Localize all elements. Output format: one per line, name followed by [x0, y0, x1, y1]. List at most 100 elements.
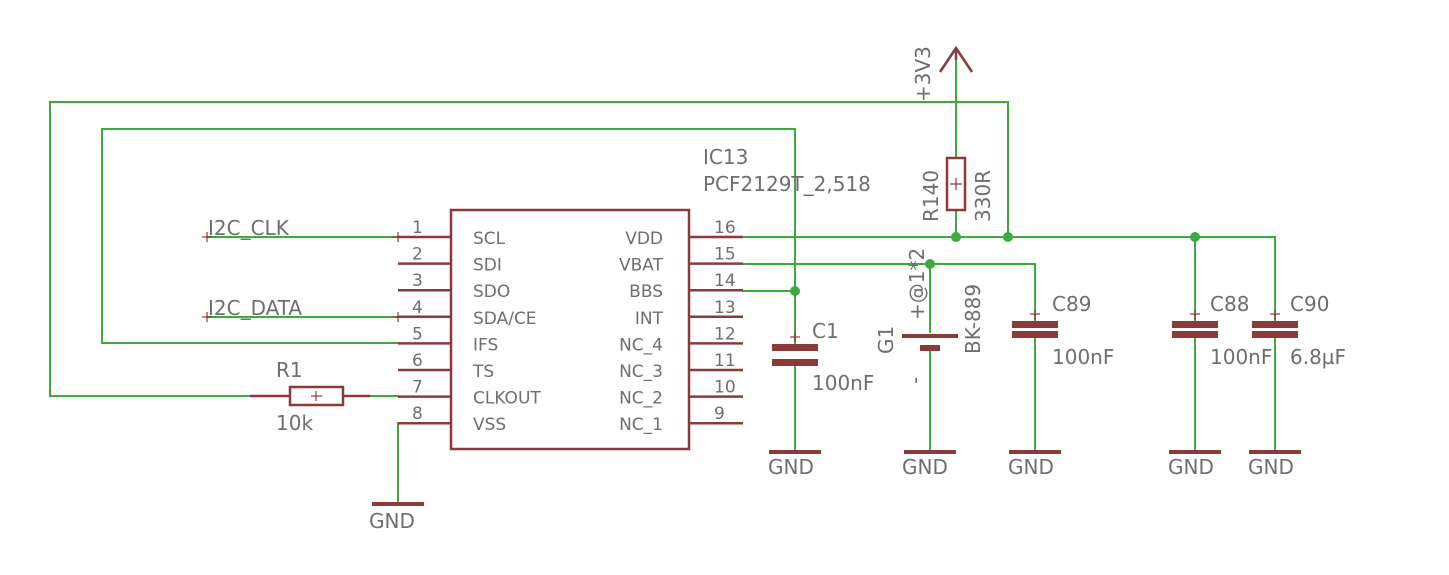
resistor-r1-body	[288, 385, 345, 407]
junction-bbs	[790, 286, 800, 296]
ic13-pin-6: 6TS	[398, 351, 494, 382]
net-label-i2c-clk: I2C_CLK	[208, 216, 290, 240]
capacitor-c89: C89 100nF	[1012, 292, 1114, 369]
ic13-pin-name: CLKOUT	[473, 389, 541, 409]
ic13-value: PCF2129T_2,518	[703, 172, 871, 196]
ic13-body	[449, 208, 691, 451]
battery-g1: G1 +@1*2 BK-889 -	[874, 248, 985, 384]
wire-vbat-rail	[742, 263, 1036, 325]
resistor-r1: R1 10k	[250, 358, 370, 435]
ic13-pin-name: INT	[635, 309, 664, 329]
battery-g1-minus: -	[903, 377, 927, 384]
gnd-symbol-vss: GND	[369, 502, 424, 533]
capacitor-c89-plate-top	[1012, 321, 1058, 328]
junction-vbat-g1	[925, 259, 935, 269]
ic13-pin-number: 10	[714, 378, 736, 398]
gnd-label-c1: GND	[768, 455, 814, 479]
net-label-i2c-data: I2C_DATA	[208, 296, 302, 320]
ic13-pin-number: 5	[412, 324, 423, 344]
resistor-r140-name: R140	[919, 170, 943, 222]
gnd-symbol-c89: GND	[1008, 450, 1061, 479]
ic13-pin-name: IFS	[473, 335, 498, 355]
capacitor-c90-value: 6.8µF	[1290, 345, 1346, 369]
ic13-pin-number: 13	[714, 298, 736, 318]
capacitor-c89-plate-bottom	[1012, 331, 1058, 338]
gnd-symbol-c88: GND	[1168, 450, 1221, 479]
supply-3v3: +3V3	[911, 45, 974, 102]
gnd-label-c88: GND	[1168, 455, 1214, 479]
capacitor-c90-name: C90	[1290, 292, 1329, 316]
wires	[49, 49, 1276, 503]
ic13-pin-name: SDA/CE	[473, 309, 537, 329]
ic13-pin-name: NC_2	[619, 389, 663, 409]
gnd-symbol-c90: GND	[1248, 450, 1301, 479]
battery-g1-value: BK-889	[961, 284, 985, 354]
ic13-pin-name: VBAT	[619, 256, 664, 276]
junctions	[790, 232, 1200, 296]
gnd-label-g1: GND	[902, 455, 948, 479]
ic13-pin-number: 11	[714, 351, 736, 371]
capacitor-c89-value: 100nF	[1052, 345, 1114, 369]
ic13-pin-name: SCL	[473, 229, 506, 249]
ic13-pin-name: BBS	[629, 282, 663, 302]
ic13-pin-number: 15	[714, 245, 736, 265]
capacitor-c1-name: C1	[812, 319, 839, 343]
gnd-symbols: GND GND GND GND GND GND	[369, 450, 1301, 533]
ic13-pin-name: NC_4	[619, 335, 663, 355]
capacitor-c88: C88 100nF	[1172, 292, 1272, 369]
ic13-pin-number: 7	[412, 378, 423, 398]
capacitor-c88-plate-bottom	[1172, 331, 1218, 338]
ic13-pin-name: VDD	[625, 229, 663, 249]
ic13-pin-9: 9NC_1	[619, 404, 743, 435]
gnd-symbol-g1: GND	[902, 450, 956, 479]
junction-vdd-r140	[951, 232, 961, 242]
resistor-r1-value: 10k	[276, 411, 313, 435]
capacitor-c90-plate-bottom	[1252, 331, 1298, 338]
capacitor-c88-name: C88	[1210, 292, 1249, 316]
wire-r1-loop	[49, 101, 1009, 397]
capacitor-c90: C90 6.8µF	[1252, 292, 1346, 369]
capacitor-c88-plate-top	[1172, 321, 1218, 328]
capacitor-c1-value: 100nF	[812, 371, 874, 395]
ic13: IC13 PCF2129T_2,518 1SCL2SDI3SDO4SDA/CE5…	[398, 145, 871, 451]
resistor-r140-value: 330R	[971, 170, 995, 222]
capacitor-c1-plate-top	[772, 344, 818, 351]
capacitor-c90-plate-top	[1252, 321, 1298, 328]
junction-vdd-c88	[1190, 232, 1200, 242]
ic13-pin-number: 8	[412, 404, 423, 424]
gnd-label-c90: GND	[1248, 455, 1294, 479]
junction-vdd-loop	[1003, 232, 1013, 242]
capacitor-c89-name: C89	[1052, 292, 1091, 316]
ic13-pin-number: 1	[412, 218, 423, 238]
ic13-pin-number: 12	[714, 324, 736, 344]
battery-g1-attr: +@1*2	[905, 248, 929, 320]
ic13-pin-name: TS	[472, 362, 494, 382]
gnd-symbol-c1: GND	[768, 450, 821, 479]
ic13-pin-name: SDI	[473, 256, 502, 276]
ic13-pin-number: 6	[412, 351, 423, 371]
resistor-r140-body	[945, 156, 967, 212]
ic13-pin-name: NC_3	[619, 362, 663, 382]
capacitor-c1: C1 100nF	[772, 319, 874, 395]
resistor-r1-name: R1	[276, 358, 303, 382]
gnd-label-c89: GND	[1008, 455, 1054, 479]
ic13-pin-number: 2	[412, 245, 423, 265]
ic13-name: IC13	[703, 145, 748, 169]
ic13-right-pins: 16VDD15VBAT14BBS13INT12NC_411NC_310NC_29…	[619, 218, 743, 435]
ic13-pin-number: 9	[714, 404, 725, 424]
ic13-pin-name: SDO	[473, 282, 510, 302]
gnd-label-vss: GND	[369, 509, 415, 533]
